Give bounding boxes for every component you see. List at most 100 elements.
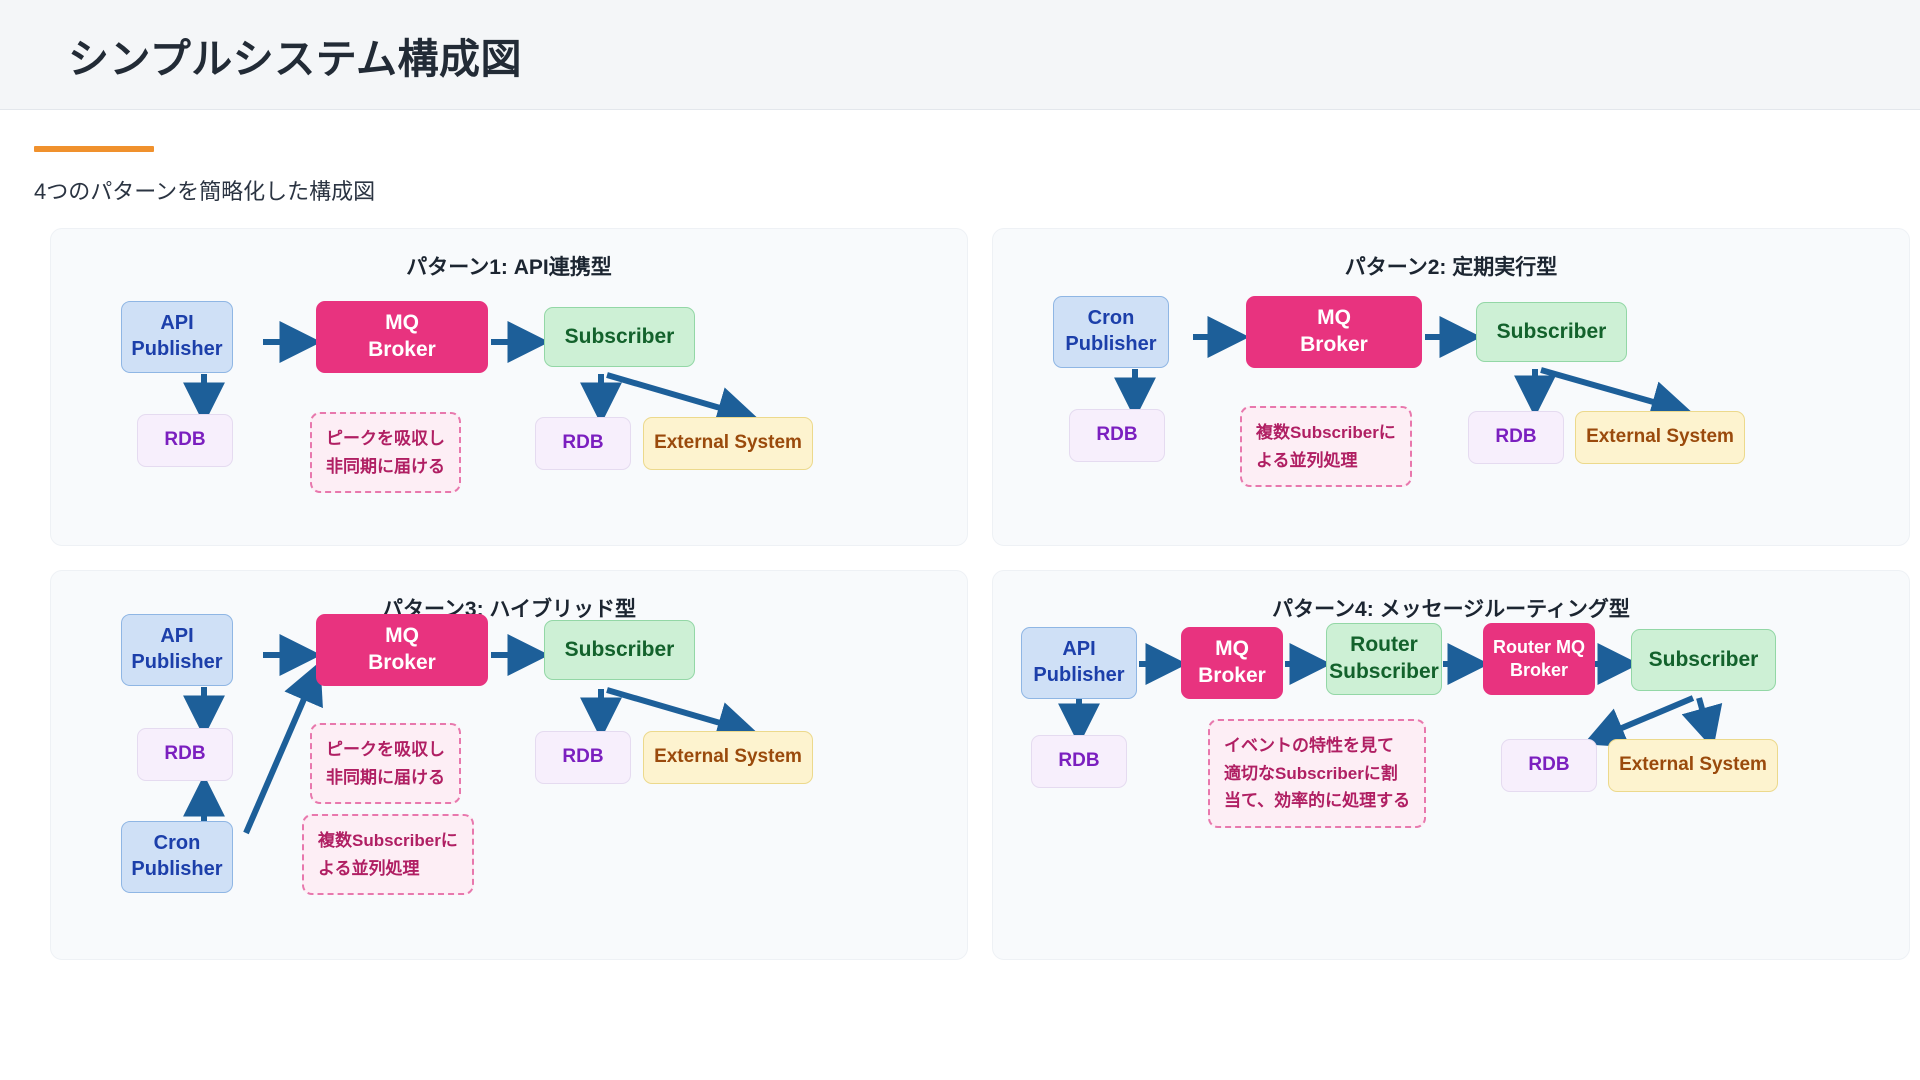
note-line2: よる並列処理 (1256, 450, 1358, 470)
node-label-line1: RDB (1495, 426, 1537, 448)
node-label-line1: RDB (1528, 754, 1570, 776)
node-label-line2: Broker (1198, 664, 1266, 687)
node-label-line2: Subscriber (1329, 660, 1439, 683)
node-label-line2: Publisher (1065, 333, 1157, 355)
note-line1: 複数Subscriberに (318, 831, 458, 850)
node-label-line1: MQ (385, 311, 419, 335)
note-line2: 適切なSubscriberに割 (1224, 763, 1398, 783)
node-label-line2: Publisher (131, 338, 223, 360)
node-external-system[interactable]: External System (1575, 411, 1745, 464)
pattern-panel-3: パターン3: ハイブリッド型 (50, 570, 968, 960)
pattern-1-title: パターン1: API連携型 (406, 256, 612, 279)
node-label-line2: Broker (1509, 660, 1569, 680)
node-rdb-right[interactable]: RDB (1501, 739, 1597, 792)
note-line2: 非同期に届ける (326, 767, 445, 787)
node-cron-publisher[interactable]: Cron Publisher (121, 821, 233, 893)
node-external-system[interactable]: External System (643, 731, 813, 784)
node-label-line2: Broker (368, 338, 436, 361)
node-label-line1: RDB (164, 743, 206, 765)
node-api-publisher[interactable]: API Publisher (1021, 627, 1137, 699)
node-subscriber[interactable]: Subscriber (1631, 629, 1776, 691)
node-label-line1: API (160, 625, 194, 648)
node-rdb-right[interactable]: RDB (535, 417, 631, 470)
note-line2: よる並列処理 (318, 858, 420, 878)
pattern-panel-2: パターン2: 定期実行型 Cron Publisher (992, 228, 1910, 546)
node-subscriber[interactable]: Subscriber (544, 620, 695, 680)
note-line1: イベントの特性を見て (1224, 736, 1394, 755)
node-external-system[interactable]: External System (1608, 739, 1778, 792)
node-mq-broker[interactable]: MQ Broker (316, 301, 488, 373)
node-label-line2: Broker (368, 651, 436, 674)
pattern-3-canvas: API Publisher MQ Broker Subscriber RDB C… (51, 571, 967, 959)
node-label-line1: External System (654, 432, 802, 454)
node-label-line1: Router (1350, 633, 1418, 657)
note-pattern-2: 複数Subscriberに よる並列処理 (1240, 406, 1412, 488)
node-rdb-left[interactable]: RDB (137, 728, 233, 781)
pattern-grid: パターン1: API連携型 API Publisher (50, 228, 1910, 960)
page-header: シンプルシステム構成図 (0, 0, 1920, 110)
node-rdb-right[interactable]: RDB (535, 731, 631, 784)
node-rdb-right[interactable]: RDB (1468, 411, 1564, 464)
node-subscriber[interactable]: Subscriber (544, 307, 695, 367)
subtitle-text: 4つのパターンを簡略化した構成図 (34, 179, 376, 204)
node-subscriber[interactable]: Subscriber (1476, 302, 1627, 362)
pattern-panel-4: パターン4: メッセージルーティング型 (992, 570, 1910, 960)
node-rdb-left[interactable]: RDB (137, 414, 233, 467)
pattern-3-arrows (183, 634, 760, 835)
pattern-4-title: パターン4: メッセージルーティング型 (1272, 598, 1630, 621)
pattern-2-arrows (1114, 316, 1694, 422)
node-label-line1: Cron (1087, 307, 1135, 330)
note-line1: 複数Subscriberに (1256, 423, 1396, 442)
note-pattern-4: イベントの特性を見て 適切なSubscriberに割 当て、効率的に処理する (1208, 719, 1427, 828)
node-router-mq-broker[interactable]: Router MQ Broker (1483, 623, 1595, 695)
node-cron-publisher[interactable]: Cron Publisher (1053, 296, 1169, 368)
pattern-2-title: パターン2: 定期実行型 (1344, 256, 1558, 279)
page-title: シンプルシステム構成図 (68, 35, 523, 82)
node-label-line1: Cron (153, 832, 201, 855)
node-label-line1: MQ (385, 624, 419, 648)
node-label-line2: Publisher (131, 858, 223, 880)
node-label-line1: External System (654, 746, 802, 768)
node-mq-broker[interactable]: MQ Broker (1181, 627, 1283, 699)
node-label-line1: MQ (1317, 306, 1351, 330)
node-label-line1: RDB (562, 746, 604, 768)
node-label-line1: Subscriber (564, 637, 675, 661)
note-line3: 当て、効率的に処理する (1224, 791, 1411, 811)
note-line1: ピークを吸収し (326, 429, 445, 448)
subtitle-section: 4つのパターンを簡略化した構成図 (0, 110, 1920, 206)
note-line2: 非同期に届ける (326, 456, 445, 476)
note-pattern-3-peak: ピークを吸収し 非同期に届ける (310, 723, 461, 805)
node-label-line1: API (160, 312, 194, 335)
node-label-line1: Subscriber (1496, 319, 1607, 343)
node-label-line1: RDB (1058, 750, 1100, 772)
pattern-4-canvas: API Publisher MQ Broker Router Subscribe… (993, 571, 1909, 959)
node-rdb-left[interactable]: RDB (1069, 409, 1165, 462)
pattern-panel-1: パターン1: API連携型 API Publisher (50, 228, 968, 546)
node-label-line1: MQ (1215, 637, 1249, 661)
note-line1: ピークを吸収し (326, 740, 445, 759)
node-label-line2: Broker (1300, 333, 1368, 356)
note-pattern-1: ピークを吸収し 非同期に届ける (310, 412, 461, 494)
node-label-line1: RDB (164, 429, 206, 451)
node-label-line1: RDB (562, 432, 604, 454)
accent-bar (34, 146, 154, 152)
node-api-publisher[interactable]: API Publisher (121, 301, 233, 373)
node-label-line1: Router MQ (1493, 636, 1585, 657)
node-mq-broker[interactable]: MQ Broker (1246, 296, 1422, 368)
node-label-line1: External System (1586, 426, 1734, 448)
node-external-system[interactable]: External System (643, 417, 813, 470)
node-api-publisher[interactable]: API Publisher (121, 614, 233, 686)
pattern-1-canvas: API Publisher MQ Broker Subscriber RDB R… (51, 229, 967, 545)
note-pattern-3-parallel: 複数Subscriberに よる並列処理 (302, 814, 474, 896)
node-label-line2: Publisher (131, 651, 223, 673)
pattern-1-arrows (183, 321, 760, 428)
node-label-line1: Subscriber (1648, 647, 1759, 671)
node-label-line1: RDB (1096, 424, 1138, 446)
node-router-subscriber[interactable]: Router Subscriber (1326, 623, 1442, 695)
node-rdb-left[interactable]: RDB (1031, 735, 1127, 788)
node-label-line1: Subscriber (564, 324, 675, 348)
node-label-line2: Publisher (1033, 664, 1125, 686)
node-mq-broker[interactable]: MQ Broker (316, 614, 488, 686)
node-label-line1: API (1062, 638, 1096, 661)
